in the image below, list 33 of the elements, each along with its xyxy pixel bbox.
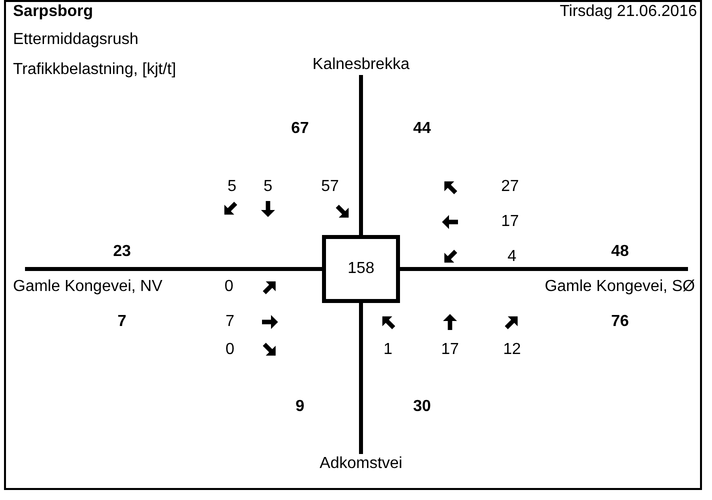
road-name: Gamle Kongevei, SØ (544, 270, 695, 297)
period-label: Ettermiddagsrush (13, 30, 138, 50)
turning-count: 5 (264, 177, 272, 197)
turning-count: 57 (321, 177, 339, 197)
road-name: Gamle Kongevei, NV (13, 270, 162, 297)
approach-total: 44 (413, 119, 431, 139)
place-title: Sarpsborg (13, 2, 94, 22)
turning-count: 17 (501, 212, 519, 232)
turning-count: 1 (384, 340, 392, 360)
turning-count: 7 (226, 312, 234, 332)
turning-count: 0 (226, 340, 234, 360)
turning-count: 4 (508, 247, 516, 267)
turning-count: 27 (501, 177, 519, 197)
road-line (359, 303, 363, 454)
road-name: Kalnesbrekka (312, 55, 410, 75)
approach-total: 76 (611, 312, 629, 332)
date-label: Tirsdag 21.06.2016 (560, 2, 697, 22)
approach-total: 9 (296, 397, 304, 417)
road-line (400, 267, 688, 271)
road-line (25, 267, 322, 271)
approach-total: 30 (413, 397, 431, 417)
unit-label: Trafikkbelastning, [kjt/t] (13, 60, 176, 80)
approach-total: 23 (113, 242, 131, 262)
approach-total: 7 (118, 312, 126, 332)
approach-total: 48 (611, 242, 629, 262)
turning-count: 12 (503, 340, 521, 360)
turning-count: 17 (441, 340, 459, 360)
road-name: Adkomstvei (320, 454, 402, 474)
total-volume-box: 158 (322, 235, 400, 303)
road-line (359, 75, 363, 235)
turning-count: 0 (224, 277, 234, 297)
turning-count: 5 (228, 177, 236, 197)
approach-total: 67 (291, 119, 309, 139)
